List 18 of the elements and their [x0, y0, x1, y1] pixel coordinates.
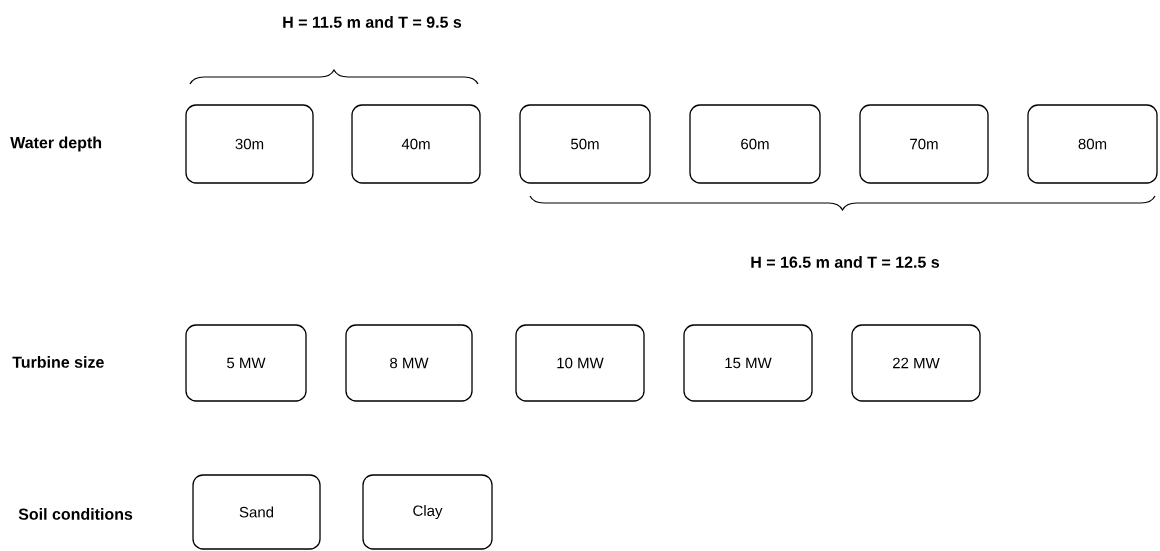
row-label: Turbine size [12, 356, 104, 368]
rounded-box: 40m [351, 104, 481, 184]
rounded-box: 10 MW [515, 324, 645, 402]
brace-label: H = 11.5 m and T = 9.5 s [283, 16, 462, 28]
row-label: Water depth [10, 136, 102, 152]
rounded-box: 5 MW [185, 324, 307, 402]
rounded-box: Clay [362, 474, 493, 550]
rounded-box: 70m [859, 104, 989, 184]
rounded-box: 80m [1027, 104, 1158, 184]
rounded-box: 60m [689, 104, 821, 184]
rounded-box: Sand [192, 474, 321, 550]
brace-label: H = 16.5 m and T = 12.5 s [751, 256, 940, 268]
row-label: Soil conditions [18, 508, 133, 520]
rounded-box: 15 MW [683, 324, 813, 402]
rounded-box: 50m [519, 104, 651, 184]
rounded-box: 8 MW [345, 324, 473, 402]
rounded-box: 30m [185, 104, 314, 184]
rounded-box: 22 MW [851, 324, 981, 402]
